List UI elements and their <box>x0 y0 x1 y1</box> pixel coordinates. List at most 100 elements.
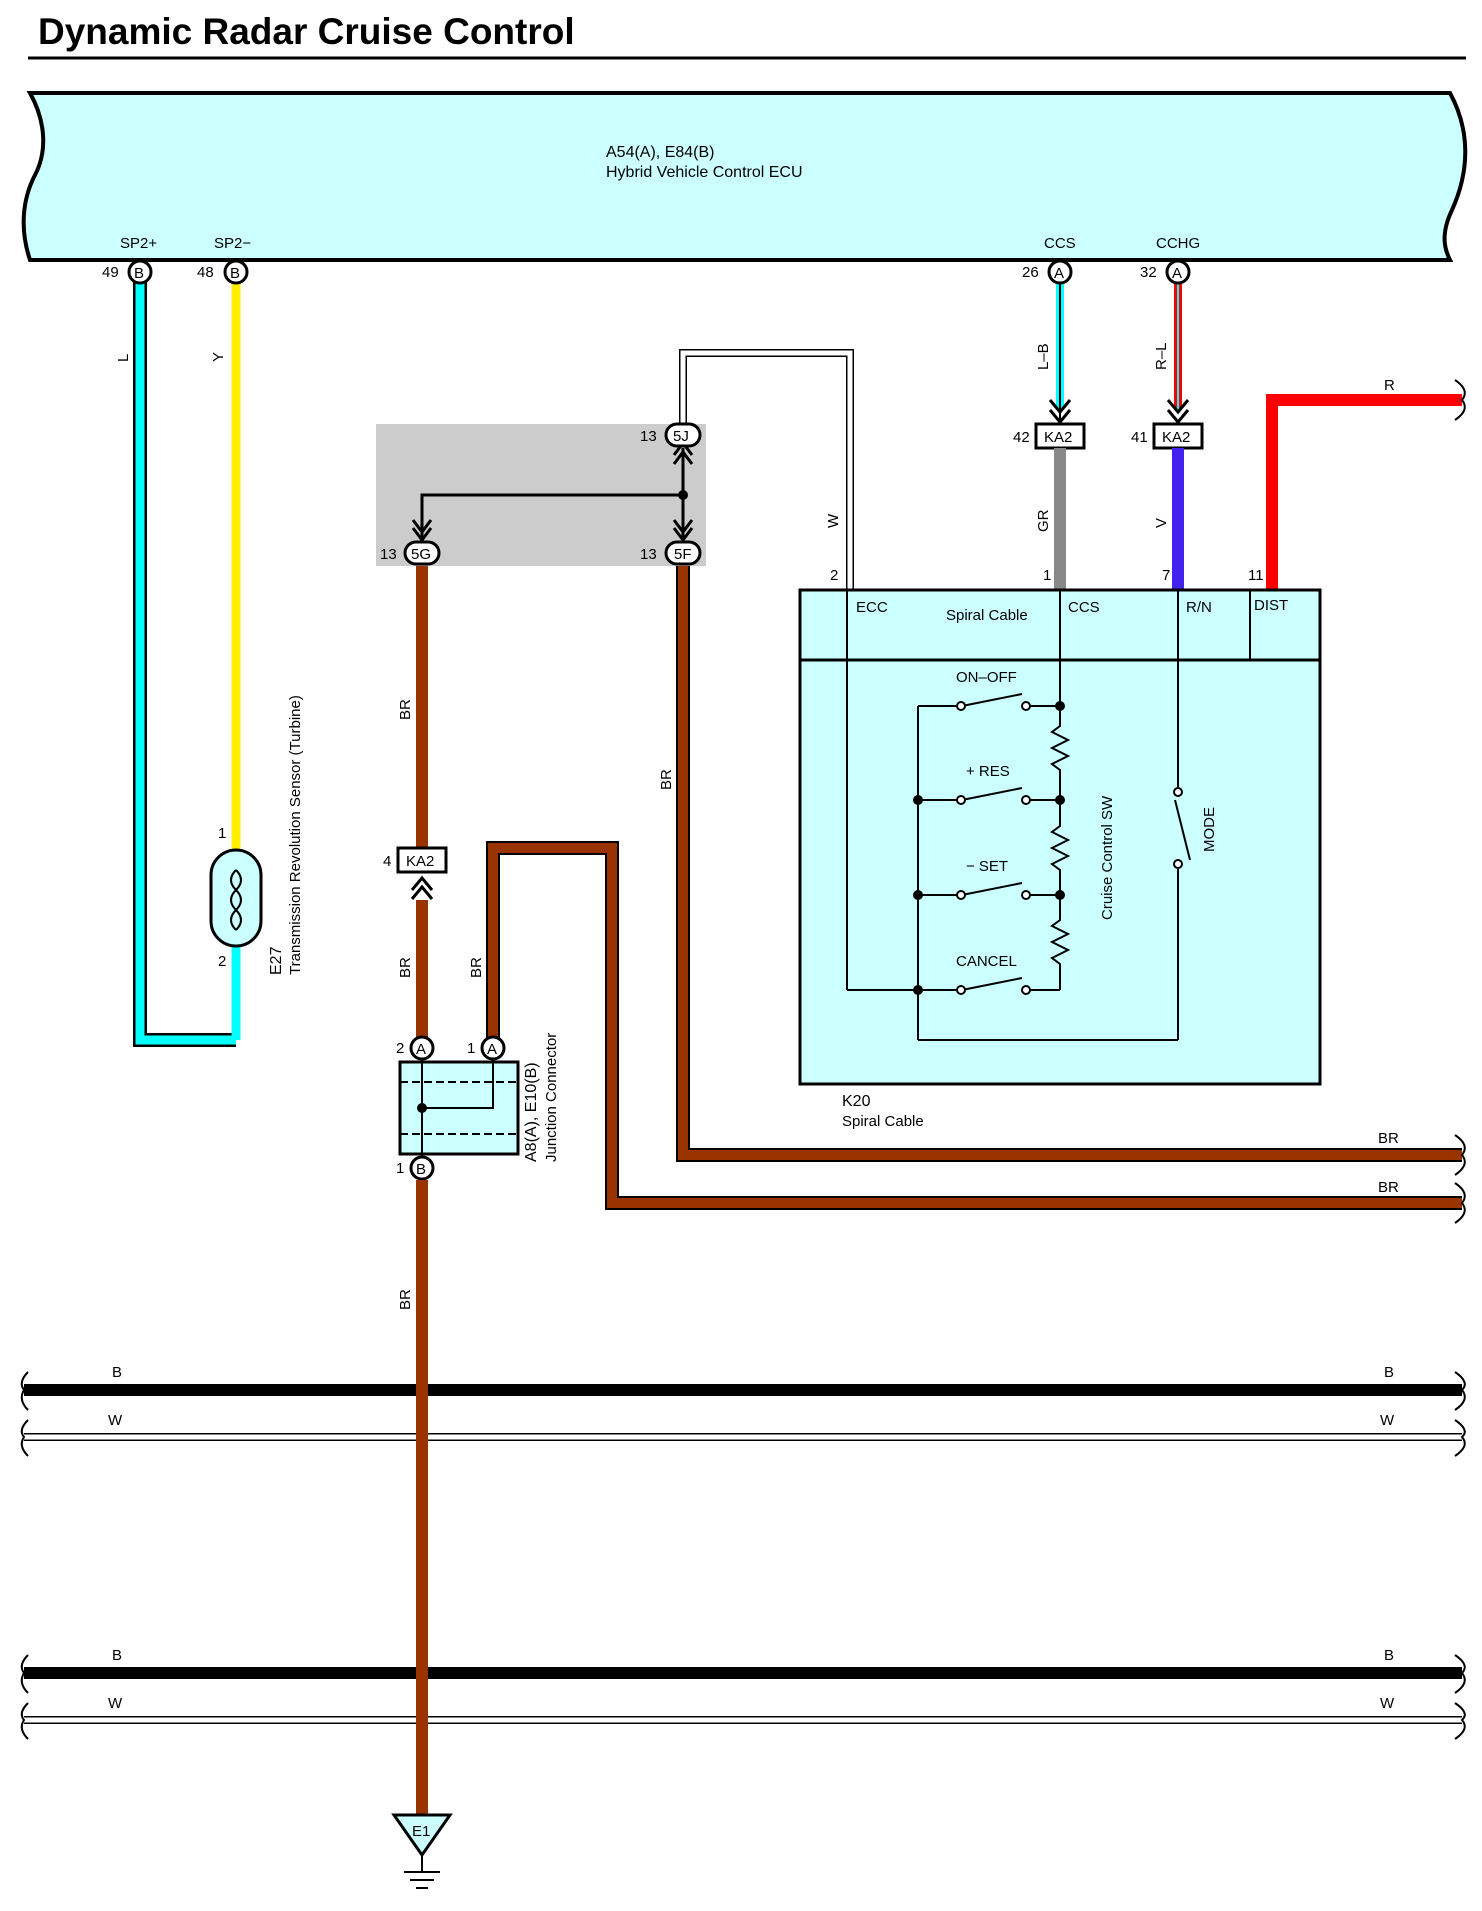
jb-pin-5f: 5F 13 <box>640 540 702 566</box>
switch-nodes <box>913 701 1065 995</box>
svg-text:A: A <box>1054 265 1064 282</box>
wire-label-sp2p: L <box>115 354 132 362</box>
pin-5g-arrow <box>411 519 433 543</box>
jb-pin-5g: 5G 13 <box>380 540 441 566</box>
svg-text:B: B <box>230 265 240 282</box>
ecu-pin-label-cchg: CCHG <box>1156 235 1200 252</box>
switch-name: Cruise Control SW <box>1099 795 1116 920</box>
svg-text:A: A <box>1172 265 1182 282</box>
switch-on-off: ON–OFF <box>956 669 1017 686</box>
switch-res: + RES <box>966 763 1010 780</box>
junction-connector <box>398 1058 520 1162</box>
bus1-b-left: B <box>112 1364 122 1381</box>
bus-2 <box>20 1654 1466 1740</box>
svg-text:41: 41 <box>1131 429 1148 446</box>
bus2-w-right: W <box>1380 1695 1395 1712</box>
wire-label-dist: R <box>1384 377 1395 394</box>
bus2-b-right: B <box>1384 1647 1394 1664</box>
switch-cancel: CANCEL <box>956 953 1017 970</box>
jc-pin-b1: 1 B <box>396 1155 435 1181</box>
svg-text:A: A <box>487 1041 497 1058</box>
wire-label-br-right1: BR <box>1378 1130 1399 1147</box>
spiral-pin-ccs: CCS <box>1068 599 1100 616</box>
ecu-pin-label-sp2p: SP2+ <box>120 235 157 252</box>
svg-text:2: 2 <box>396 1040 404 1057</box>
svg-text:48: 48 <box>197 264 214 281</box>
ka2-42-arrow <box>1048 399 1072 425</box>
wire-label-ecc: W <box>825 513 842 528</box>
page-title: Dynamic Radar Cruise Control <box>38 11 575 52</box>
svg-text:49: 49 <box>102 264 119 281</box>
svg-text:5G: 5G <box>411 546 431 563</box>
ground-label: E1 <box>412 1823 430 1840</box>
svg-text:KA2: KA2 <box>1162 429 1190 446</box>
jc-pin-a2: 2 A <box>396 1035 435 1061</box>
wire-br-5f-fill <box>678 566 1462 1160</box>
spiral-pin-dist: DIST <box>1254 597 1288 614</box>
svg-text:B: B <box>134 265 144 282</box>
spiral-pin-rn: R/N <box>1186 599 1212 616</box>
ka2-4-arrow <box>410 875 434 900</box>
wire-br-a1-fill <box>488 843 1462 1208</box>
wire-label-br-ka2: BR <box>397 957 414 978</box>
svg-text:13: 13 <box>640 428 657 445</box>
sensor-pin-bottom: 2 <box>218 953 226 970</box>
switch-mode: MODE <box>1201 807 1218 852</box>
svg-text:B: B <box>416 1161 426 1178</box>
wire-label-cchg-bottom: V <box>1153 518 1170 528</box>
svg-text:26: 26 <box>1022 264 1039 281</box>
spiral-name: Spiral Cable <box>842 1113 924 1130</box>
break-br-right1 <box>1454 1134 1466 1176</box>
junction-node <box>678 490 688 500</box>
spiral-pin-11-num: 11 <box>1248 567 1264 584</box>
break-dist <box>1454 379 1466 421</box>
sensor-e27 <box>209 848 263 948</box>
pin-5f-arrow <box>672 519 694 543</box>
wire-sp2p-fill <box>135 272 236 1045</box>
jc-code: A8(A), E10(B) <box>523 1062 540 1162</box>
sensor-pin-top: 1 <box>218 825 226 842</box>
ecu-pin-ccs: 26 A <box>1022 259 1073 285</box>
ecu-pin-label-ccs: CCS <box>1044 235 1076 252</box>
ecu-pin-label-sp2m: SP2− <box>214 235 251 252</box>
wire-label-br-right2: BR <box>1378 1179 1399 1196</box>
ecu-pin-sp2m: 48 B <box>197 259 249 285</box>
svg-text:KA2: KA2 <box>1044 429 1072 446</box>
ecu-code: A54(A), E84(B) <box>606 144 714 161</box>
svg-text:13: 13 <box>640 546 657 563</box>
ecu-pin-sp2p: 49 B <box>102 259 153 285</box>
wire-dist <box>1266 394 1462 590</box>
spiral-pin-7-num: 7 <box>1162 567 1170 584</box>
spiral-inner-label: Spiral Cable <box>946 607 1028 624</box>
wire-label-br-5f: BR <box>658 769 675 790</box>
sensor-code: E27 <box>268 946 285 975</box>
wire-label-ccs-top: L–B <box>1035 343 1052 370</box>
spiral-pin-ecc: ECC <box>856 599 888 616</box>
ka2-connector-42: KA2 42 <box>1013 422 1086 450</box>
jb-pin-5j: 5J 13 <box>640 422 702 448</box>
wire-label-br-ground: BR <box>397 1289 414 1310</box>
bus1-w-left: W <box>108 1412 123 1429</box>
bus-1 <box>20 1371 1466 1457</box>
ka2-connector-4: KA2 4 <box>383 846 448 874</box>
wire-label-cchg-top: R–L <box>1153 342 1170 370</box>
ka2-41-arrow <box>1166 399 1190 425</box>
wire-label-br-a1: BR <box>468 957 485 978</box>
svg-text:A: A <box>416 1041 426 1058</box>
spiral-pin-2-num: 2 <box>830 567 838 584</box>
wire-label-ccs-bottom: GR <box>1035 509 1052 532</box>
svg-text:5F: 5F <box>674 546 692 563</box>
svg-text:13: 13 <box>380 546 397 563</box>
ecu-pin-cchg: 32 A <box>1140 259 1191 285</box>
switch-contacts <box>956 701 1183 995</box>
spiral-code: K20 <box>842 1093 871 1110</box>
break-br-right2 <box>1454 1182 1466 1224</box>
svg-text:42: 42 <box>1013 429 1030 446</box>
bus2-w-left: W <box>108 1695 123 1712</box>
svg-text:5J: 5J <box>673 428 689 445</box>
svg-text:32: 32 <box>1140 264 1157 281</box>
bus1-w-right: W <box>1380 1412 1395 1429</box>
svg-text:1: 1 <box>396 1160 404 1177</box>
